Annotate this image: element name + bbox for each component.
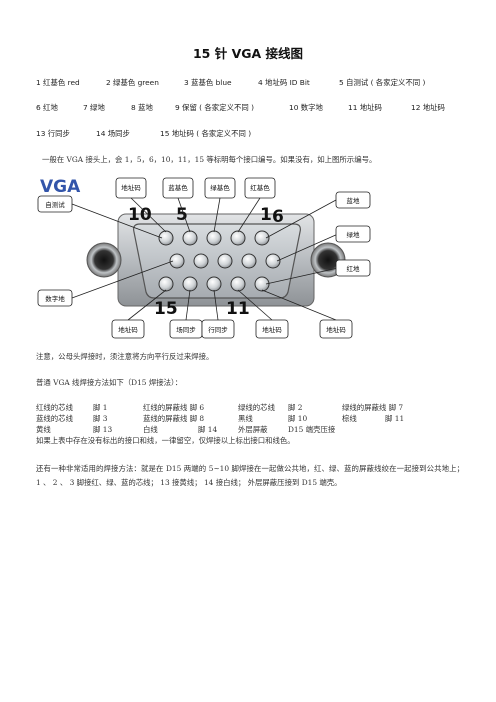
intro-text: 一般在 VGA 接头上，会 1，5，6，10，11，15 等标明每个接口编号。如… [42,155,377,164]
pin-5: 5 自测试 ( 各家定义不同 ) [339,78,426,87]
note-text: 注意，公母头焊接时，须注意将方向平行反过来焊接。 [36,352,214,361]
table-cell: 红线的屏蔽线 脚 6 [143,403,205,412]
label-top-2: 蓝基色 [168,183,188,192]
label-bottom-1: 地址码 [118,325,138,334]
pin-number-6: 6 [272,207,284,227]
table-row: 蓝线的芯线 脚 3 蓝线的屏蔽线 脚 8 黑线 脚 10 棕线 脚 11 [36,413,476,424]
pin-10: 10 数字地 [289,103,323,112]
table-cell: 棕线 [342,414,357,423]
vga-pinout-diagram: VGA 10 5 1 6 15 11 [37,177,371,339]
table-cell: 脚 11 [385,414,405,423]
pin-6: 6 红地 [36,103,58,112]
pin-number-15: 15 [154,299,178,319]
table-cell: 蓝线的芯线 [36,414,73,423]
table-cell: 蓝线的屏蔽线 脚 8 [143,414,205,423]
pin-15: 15 地址码 ( 各家定义不同 ) [160,129,252,138]
table-cell: 脚 3 [93,414,108,423]
label-right-1: 蓝地 [347,196,361,205]
page-title: 15 针 VGA 接线图 [192,46,304,61]
wiring-table: 红线的芯线 脚 1 红线的屏蔽线 脚 6 绿线的芯线 脚 2 绿线的屏蔽线 脚 … [36,402,476,446]
pin-13: 13 行同步 [36,129,70,138]
label-left-1: 自测试 [45,200,65,209]
pin-7: 7 绿地 [83,103,105,112]
table-cell: 红线的芯线 [36,403,73,412]
table-cell: 脚 13 [93,425,113,434]
table-note-text: 如果上表中存在没有标出的接口和线，一律留空，仅焊接以上标出接口和线色。 [36,436,295,445]
pin-number-10: 10 [128,205,152,225]
label-bottom-5: 地址码 [326,325,346,334]
label-bottom-3: 行同步 [208,325,228,334]
pin-row-3 [158,276,270,292]
table-cell: 黑线 [238,414,253,423]
table-row: 红线的芯线 脚 1 红线的屏蔽线 脚 6 绿线的芯线 脚 2 绿线的屏蔽线 脚 … [36,402,476,413]
table-cell: 脚 1 [93,403,108,412]
label-bottom-2: 场同步 [176,325,196,334]
label-top-3: 绿基色 [210,183,230,192]
pin-number-1: 1 [260,205,272,225]
pin-9: 9 保留 ( 各家定义不同 ) [175,103,254,112]
table-cell: 脚 2 [288,403,303,412]
table-cell: 脚 14 [198,425,218,434]
table-cell: 脚 10 [288,414,308,423]
method-title: 普通 VGA 线焊接方法如下（D15 焊接法）： [36,378,183,387]
label-bottom-4: 地址码 [262,325,282,334]
pin-11: 11 地址码 [348,103,382,112]
label-right-2: 绿地 [347,230,361,239]
table-cell: 黄线 [36,425,51,434]
table-cell: 绿线的芯线 [238,403,275,412]
pin-number-5: 5 [176,205,188,225]
table-row: 黄线 脚 13 白线 脚 14 外层屏蔽 D15 端壳压接 [36,424,476,435]
pin-number-11: 11 [226,299,250,319]
pin-1: 1 红基色 red [36,78,80,87]
table-cell: 外层屏蔽 [238,425,268,434]
vga-logo: VGA [40,177,81,197]
table-cell: D15 端壳压接 [288,425,336,434]
left-screw-icon [86,242,122,278]
other-method-text: 还有一种非常适用的焊接方法：就是在 D15 两端的 5~10 脚焊接在一起做公共… [36,464,464,487]
pin-8: 8 蓝地 [131,103,153,112]
label-top-4: 红基色 [250,183,270,192]
pin-2: 2 绿基色 green [106,78,159,87]
pin-row-2 [169,253,281,269]
label-top-1: 地址码 [121,183,141,192]
table-cell: 白线 [143,425,158,434]
pin-3: 3 蓝基色 blue [184,78,232,87]
pin-row-1 [158,230,270,246]
label-left-2: 数字地 [45,294,65,303]
pin-4: 4 地址码 ID Bit [258,78,310,87]
pin-12: 12 地址码 [411,103,445,112]
label-right-3: 红地 [347,264,361,273]
table-note: 如果上表中存在没有标出的接口和线，一律留空，仅焊接以上标出接口和线色。 [36,435,476,446]
table-cell: 绿线的屏蔽线 脚 7 [342,403,404,412]
pin-14: 14 场同步 [96,129,130,138]
